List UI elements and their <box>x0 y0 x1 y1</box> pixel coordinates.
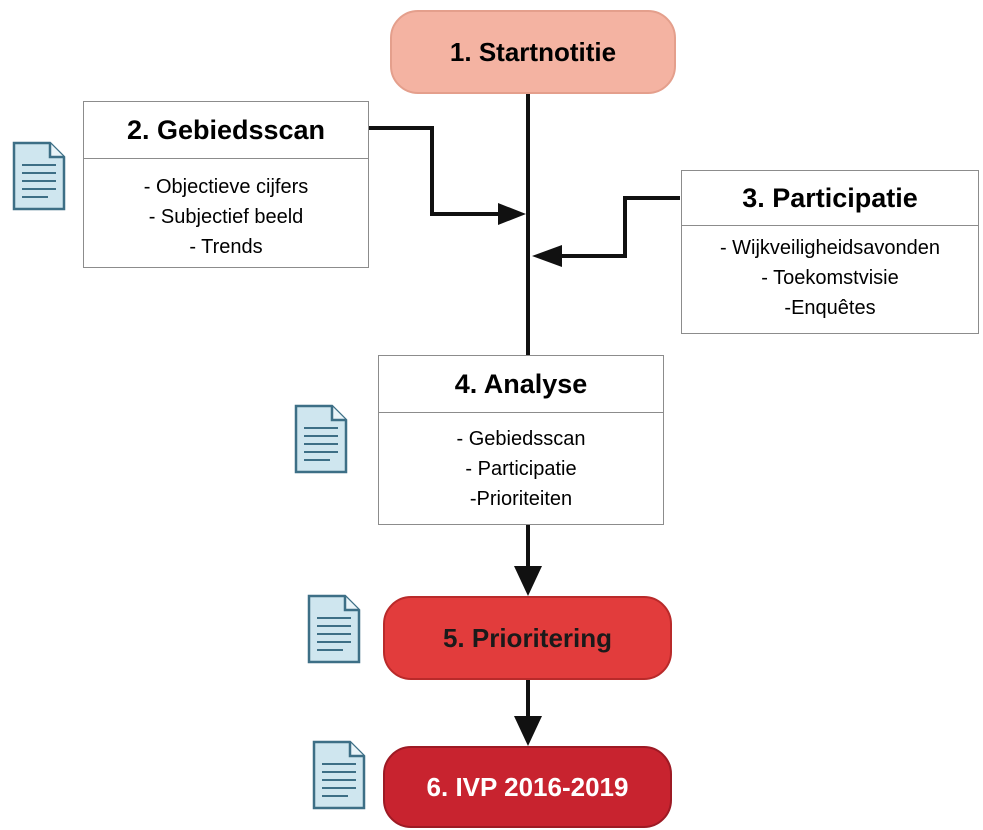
arrowhead-participatie <box>532 245 562 267</box>
node-prioritering: 5. Prioritering <box>383 596 672 680</box>
list-item: - Objectieve cijfers <box>143 176 309 198</box>
arrowhead-ivp <box>514 716 542 746</box>
node-analyse-title: 4. Analyse <box>379 356 663 413</box>
list-item: - Toekomstvisie <box>761 267 899 289</box>
node-startnotitie: 1. Startnotitie <box>390 10 676 94</box>
list-item: -Prioriteiten <box>469 488 573 510</box>
node-analyse: 4. Analyse - Gebiedsscan - Participatie … <box>378 355 664 525</box>
list-item: -Enquêtes <box>784 297 876 319</box>
node-participatie: 3. Participatie - Wijkveiligheidsavonden… <box>681 170 979 334</box>
list-item: - Wijkveiligheidsavonden <box>719 237 941 259</box>
node-ivp: 6. IVP 2016-2019 <box>383 746 672 828</box>
arrowhead-gebiedsscan <box>498 203 526 225</box>
node-gebiedsscan-title: 2. Gebiedsscan <box>84 102 368 159</box>
node-gebiedsscan-items: - Objectieve cijfers - Subjectief beeld … <box>84 172 368 267</box>
list-item: - Gebiedsscan <box>456 428 586 450</box>
document-icon <box>12 141 66 211</box>
node-participatie-title: 3. Participatie <box>682 171 978 226</box>
document-icon <box>294 404 348 474</box>
list-item: - Participatie <box>465 458 577 480</box>
connector-participatie <box>560 196 680 258</box>
document-icon <box>312 740 366 810</box>
list-item: - Subjectief beeld <box>148 206 304 228</box>
node-analyse-items: - Gebiedsscan - Participatie -Prioriteit… <box>379 424 663 524</box>
node-startnotitie-title: 1. Startnotitie <box>449 36 617 67</box>
node-prioritering-title: 5. Prioritering <box>442 622 613 653</box>
node-participatie-items: - Wijkveiligheidsavonden - Toekomstvisie… <box>682 233 978 333</box>
arrowhead-prioritering <box>514 566 542 596</box>
node-ivp-title: 6. IVP 2016-2019 <box>426 771 629 802</box>
list-item: - Trends <box>189 236 263 258</box>
node-gebiedsscan: 2. Gebiedsscan - Objectieve cijfers - Su… <box>83 101 369 268</box>
document-icon <box>307 594 361 664</box>
connector-gebiedsscan <box>368 126 500 216</box>
